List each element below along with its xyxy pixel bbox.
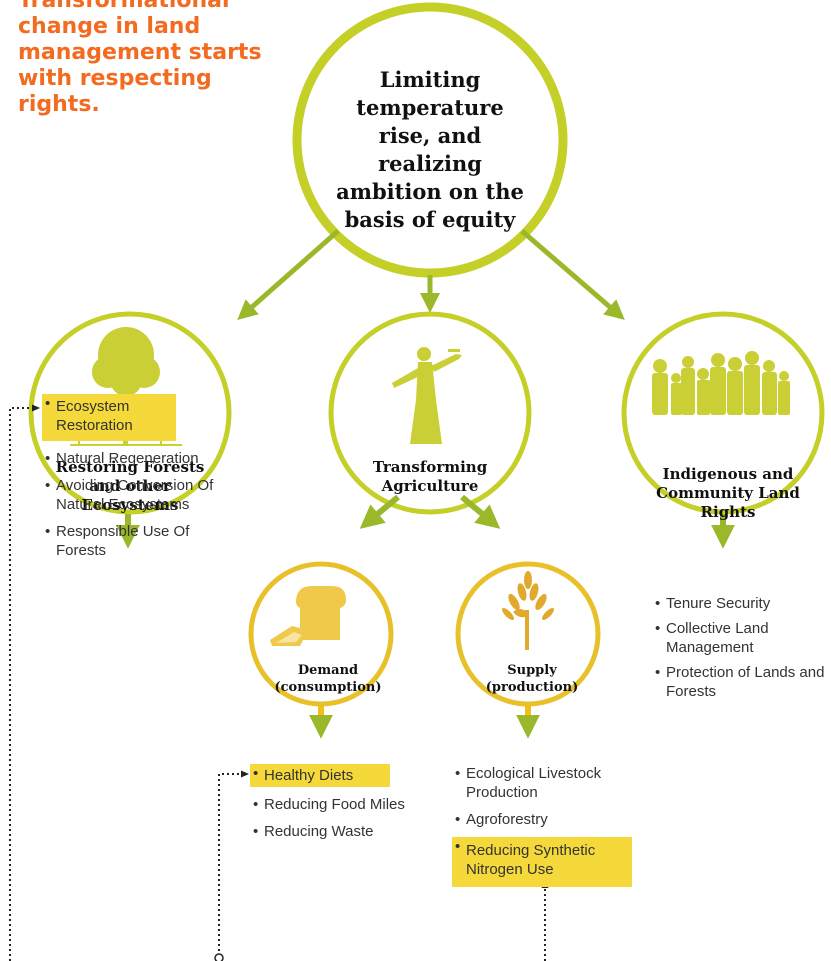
list-item-protection-lands: Protection of Lands and Forests xyxy=(652,663,831,701)
arrow-to-supply xyxy=(460,494,501,529)
forests-list: Ecosystem Restoration Natural Regenerati… xyxy=(42,394,232,568)
list-item-ecological-livestock: Ecological Livestock Production xyxy=(452,764,642,802)
list-item-food-miles: Reducing Food Miles xyxy=(250,795,450,814)
dotted-connector-end xyxy=(214,953,224,961)
headline: Transformational change in land manageme… xyxy=(18,0,262,117)
demand-list: Healthy Diets Reducing Food Miles Reduci… xyxy=(250,764,450,849)
arrow-to-demand xyxy=(359,494,400,529)
list-item-synthetic-nitrogen: Reducing Synthetic Nitrogen Use xyxy=(452,837,632,887)
list-item-collective-management: Collective Land Management xyxy=(652,619,831,657)
bread-icon xyxy=(270,586,346,646)
main-circle-title: Limiting temperature rise, and realizing… xyxy=(336,67,524,232)
supply-title: Supply (production) xyxy=(485,663,579,695)
wheat-icon xyxy=(501,571,555,650)
list-item-tenure-security: Tenure Security xyxy=(652,594,831,613)
dotted-connector-forests xyxy=(9,404,40,961)
arrow-to-rights xyxy=(520,229,625,320)
list-item-avoiding-conversion: Avoiding Conversion Of Natural Ecosystem… xyxy=(42,476,232,514)
supply-list: Ecological Livestock Production Agrofore… xyxy=(452,764,642,895)
list-item-natural-regeneration: Natural Regeneration xyxy=(42,449,232,468)
list-item-ecosystem-restoration: Ecosystem Restoration xyxy=(42,394,176,441)
list-item-agroforestry: Agroforestry xyxy=(452,810,642,829)
demand-title: Demand (consumption) xyxy=(274,663,382,695)
main-circle xyxy=(292,2,568,278)
list-item-healthy-diets: Healthy Diets xyxy=(250,764,390,787)
rights-list: Tenure Security Collective Land Manageme… xyxy=(652,594,831,707)
farmer-icon xyxy=(392,347,462,444)
people-icon xyxy=(652,351,790,415)
rights-title: Indigenous and Community Land Rights xyxy=(656,465,800,521)
agriculture-title: Transforming Agriculture xyxy=(372,458,488,495)
arrow-to-forests xyxy=(237,229,340,320)
list-item-reducing-waste: Reducing Waste xyxy=(250,822,450,841)
list-item-responsible-use: Responsible Use Of Forests xyxy=(42,522,232,560)
dotted-connector-demand xyxy=(218,770,249,956)
